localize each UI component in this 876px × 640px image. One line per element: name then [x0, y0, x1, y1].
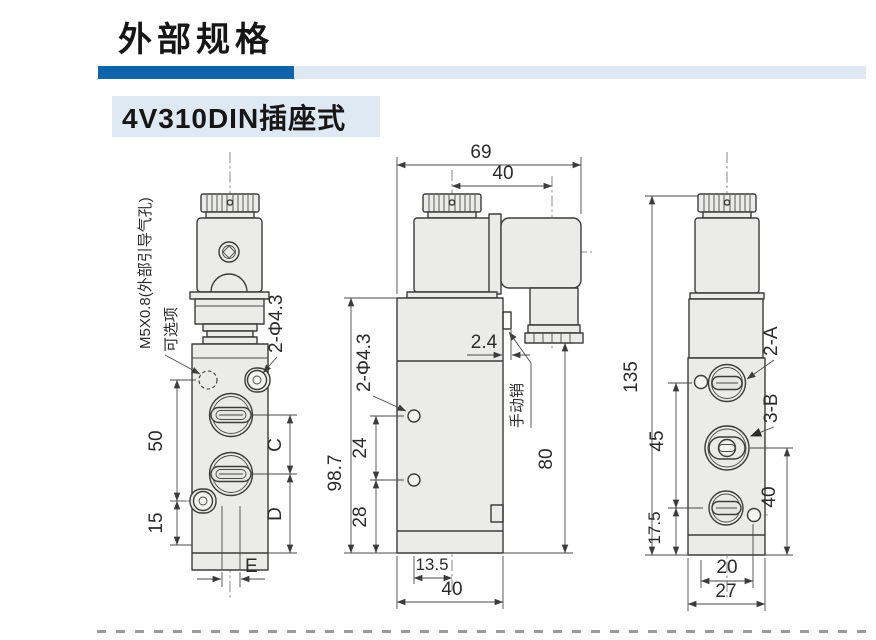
back-view: 2-A 3-B 135 45 17.5 40	[621, 152, 793, 611]
back-dim-20: 20	[716, 557, 737, 578]
side-pilot-holes	[407, 409, 421, 487]
front-dim-d: D	[265, 507, 286, 521]
front-view: M5X0.8(外部引导气孔) 可选项 2-Φ4.3 50 15 C	[137, 152, 297, 598]
front-port-lower	[208, 451, 254, 497]
accent-bar	[98, 66, 866, 79]
front-mount-hole-top	[244, 367, 271, 393]
accent-bar-dark	[98, 66, 294, 79]
back-dimensions: 135 45 17.5 40 20 27	[621, 195, 793, 611]
side-view: 手动销 2-Φ4.3 69 40 2.4 98.7	[325, 142, 592, 609]
side-dim-28: 28	[350, 506, 371, 527]
back-port-b-label: 3-B	[761, 393, 782, 423]
back-dim-45: 45	[647, 430, 668, 451]
back-port-b	[704, 425, 750, 471]
back-port-a	[707, 363, 747, 403]
back-mount-holes	[693, 374, 762, 523]
front-pilot-note: M5X0.8(外部引导气孔)	[137, 197, 154, 349]
front-mount-hole-bottom	[189, 488, 217, 514]
side-dim-2-4: 2.4	[471, 332, 498, 353]
section-label: 4V310DIN插座式	[112, 96, 380, 137]
side-dim-40-bottom: 40	[441, 579, 462, 600]
back-port-a-label: 2-A	[761, 326, 782, 356]
side-solenoid-cap	[422, 193, 482, 219]
side-dim-13-5: 13.5	[415, 555, 448, 574]
front-dim-50: 50	[146, 430, 167, 451]
back-dim-17-5: 17.5	[645, 511, 664, 544]
side-manual-pin	[502, 311, 512, 330]
side-dimensions: 69 40 2.4 98.7 24 28 80	[325, 142, 583, 609]
side-dim-24: 24	[350, 437, 371, 459]
front-dim-c: C	[265, 438, 286, 452]
front-dim-15: 15	[146, 512, 167, 533]
front-dimensions: 50 15 C D E	[146, 379, 297, 587]
front-dim-e: E	[245, 556, 258, 577]
bottom-separator	[97, 630, 876, 633]
side-coil-body	[406, 213, 502, 299]
side-dim-98-7: 98.7	[325, 455, 346, 492]
side-din-connector	[500, 217, 584, 344]
front-holes-label: 2-Φ4.3	[266, 295, 287, 353]
back-annotations: 2-A 3-B	[746, 326, 782, 437]
side-manual-pin-label: 手动销	[509, 383, 526, 428]
front-optional-note: 可选项	[163, 307, 180, 352]
side-dim-40-top: 40	[492, 163, 513, 184]
side-valve-body	[396, 297, 512, 554]
back-port-bottom	[708, 490, 744, 526]
back-dim-40: 40	[759, 486, 780, 507]
back-coil-body	[688, 217, 765, 359]
side-holes-label: 2-Φ4.3	[354, 334, 375, 392]
section-label-text: 4V310DIN插座式	[122, 102, 347, 134]
back-dim-135: 135	[621, 361, 642, 393]
page-title: 外部规格	[118, 21, 274, 59]
side-annotations: 手动销 2-Φ4.3	[354, 331, 532, 428]
front-optional-m5-hole	[198, 370, 218, 390]
back-solenoid-cap	[697, 193, 757, 219]
back-dim-27: 27	[715, 581, 736, 602]
front-annotations: M5X0.8(外部引导气孔) 可选项 2-Φ4.3	[137, 197, 287, 375]
side-dim-69: 69	[470, 142, 491, 163]
side-dim-80: 80	[536, 448, 557, 469]
front-solenoid-cap	[200, 193, 260, 219]
front-coil-body	[189, 217, 270, 345]
front-port-upper	[208, 392, 254, 438]
